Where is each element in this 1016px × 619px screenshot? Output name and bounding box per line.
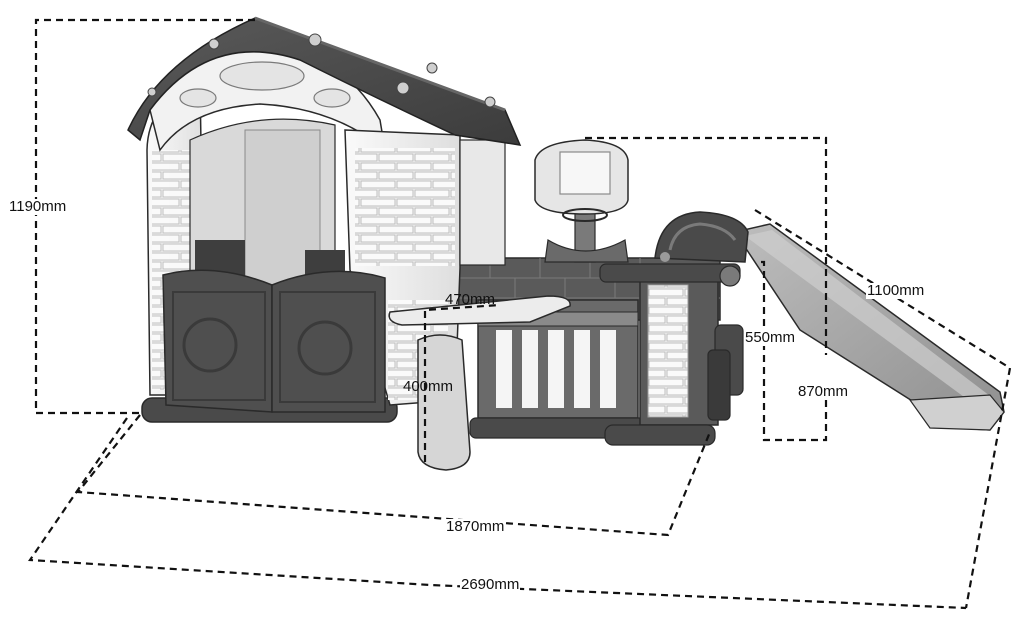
dimension-footprint-width: 2690mm	[460, 576, 521, 593]
dimension-slide-height: 870mm	[797, 383, 850, 400]
dimension-slide-length: 1100mm	[866, 282, 926, 299]
dimension-lines	[28, 18, 1012, 610]
dimension-table-width: 470mm	[445, 291, 496, 308]
activity-module	[449, 139, 749, 446]
slide	[733, 223, 1005, 431]
side-table	[388, 295, 571, 471]
dimension-height-total: 1190mm	[8, 198, 68, 215]
dimension-hoop-module-height: 550mm	[744, 329, 797, 346]
dimension-table-height: 400mm	[403, 378, 454, 395]
dimension-footprint-depth: 1870mm	[445, 518, 506, 535]
